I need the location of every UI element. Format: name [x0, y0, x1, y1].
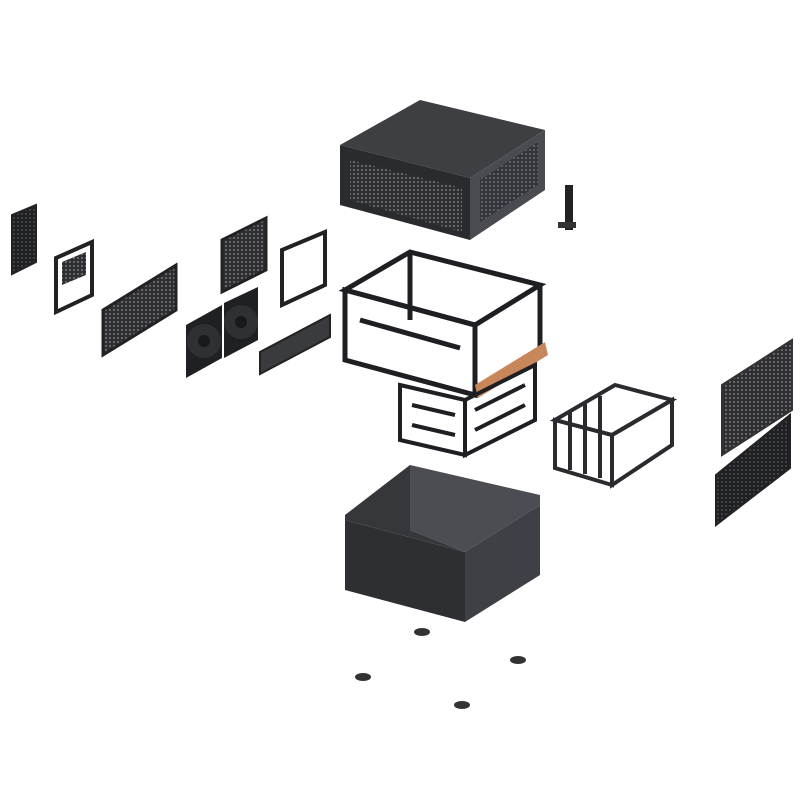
bottom-shell — [345, 465, 540, 622]
fan-bracket-small — [54, 238, 94, 316]
fan-bracket-large — [101, 262, 178, 358]
fan-pair — [186, 287, 258, 378]
riser-bracket — [558, 185, 576, 230]
psu-bracket — [280, 228, 327, 309]
top-cover — [340, 100, 545, 240]
mesh-filter — [220, 215, 268, 295]
lower-cage — [398, 361, 537, 459]
feet — [355, 628, 526, 709]
slot-brackets-row — [259, 313, 331, 376]
side-mesh-panels — [715, 338, 793, 528]
pcie-slot-covers — [11, 203, 37, 276]
drive-cage — [549, 382, 678, 489]
